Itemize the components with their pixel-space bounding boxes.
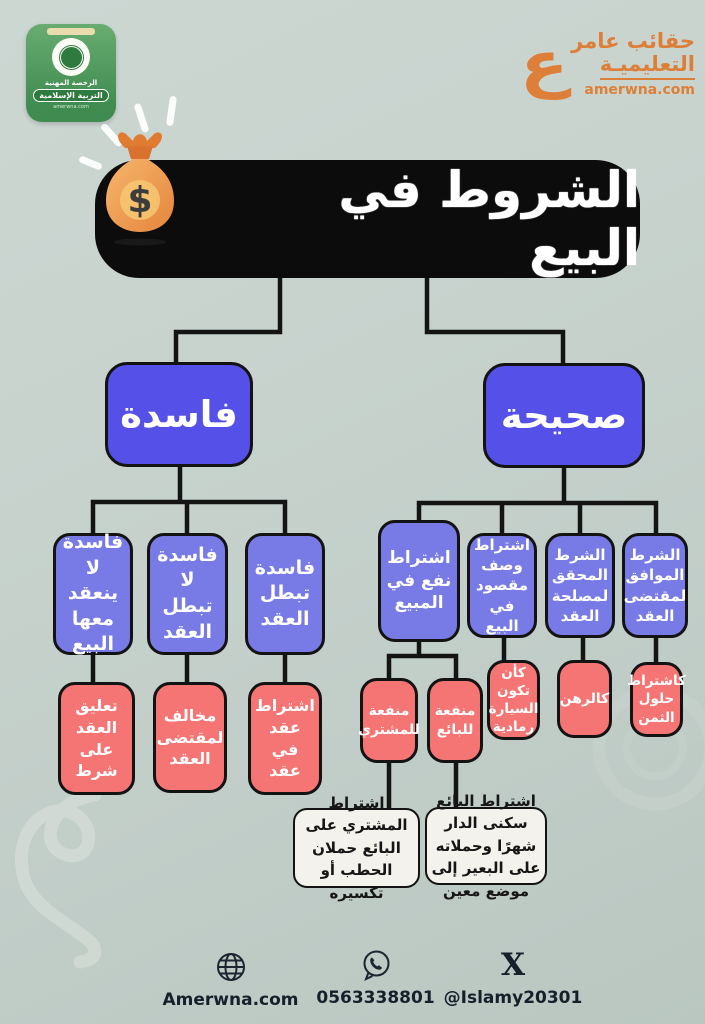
node-valid-example: كأن تكون السيارة رمادية xyxy=(487,660,540,740)
note-buyer-example: اشتراط المشتري على البائع حملان الحطب أو… xyxy=(293,794,420,902)
brand-name-line1: حقائب عامر xyxy=(571,29,695,53)
brand-website: amerwna.com xyxy=(584,82,695,99)
node-valid-child: اشتراط وصف مقصود في البيع xyxy=(467,533,537,638)
footer-phone[interactable]: 0563338801 xyxy=(316,948,435,1008)
node-invalid-child: فاسدة لا ينعقد معها البيع xyxy=(53,531,133,655)
node-invalid-child: فاسدة تبطل العقد xyxy=(245,533,325,655)
badge-ribbon-text: الرخصة المهنية xyxy=(44,79,98,87)
note-seller-example: اشتراط البائع سكنى الدار شهرًا وحملاته ع… xyxy=(425,792,547,900)
node-invalid-example: اشتراط عقد في عقد xyxy=(248,682,322,795)
node-invalid-example: تعليق العقد على شرط xyxy=(58,682,135,795)
node-invalid: فاسدة xyxy=(105,362,253,467)
node-invalid-child: فاسدة لا تبطل العقد xyxy=(147,533,228,655)
footer-website-label[interactable]: Amerwna.com xyxy=(162,990,299,1010)
whatsapp-icon xyxy=(363,950,389,981)
brand-ain-logo-icon: ع xyxy=(519,27,569,101)
title-banner: الشروط في البيع xyxy=(95,160,640,278)
brand-block: حقائب عامر التعليميـة amerwna.com ع xyxy=(519,27,695,101)
node-valid-example: كاشتراط حلول الثمن xyxy=(627,662,686,737)
node-valid-child: الشرط الموافق لمقتضى العقد xyxy=(622,533,688,638)
x-twitter-icon: X xyxy=(500,947,526,983)
node-benefit-seller: منفعة للبائع xyxy=(427,678,483,763)
tree-connectors xyxy=(90,277,659,809)
footer-website[interactable]: Amerwna.com xyxy=(163,950,299,1010)
badge-subject: التربية الإسلامية xyxy=(33,89,109,102)
node-valid: صحيحة xyxy=(483,363,645,468)
page-title: الشروط في البيع xyxy=(338,161,640,277)
footer-twitter-label[interactable]: @Islamy20301 xyxy=(443,988,583,1008)
globe-icon xyxy=(216,953,245,981)
svg-text:$: $ xyxy=(127,180,152,221)
badge-emblem-icon xyxy=(57,43,85,71)
node-valid-child: الشرط المحقق لمصلحة العقد xyxy=(545,533,615,638)
school-badge: الرخصة المهنية التربية الإسلامية amerwna… xyxy=(26,24,116,122)
footer-twitter[interactable]: X @Islamy20301 xyxy=(444,947,583,1008)
brand-name-line2: التعليميـة xyxy=(599,53,695,81)
footer-phone-label[interactable]: 0563338801 xyxy=(316,988,435,1008)
node-valid-example: كالرهن xyxy=(557,660,612,738)
node-invalid-example: مخالف لمقتضى العقد xyxy=(153,682,227,793)
badge-circle xyxy=(52,38,90,76)
badge-ribbon xyxy=(47,28,95,35)
node-valid-child: اشتراط نفع في المبيع xyxy=(378,520,460,642)
badge-site: amerwna.com xyxy=(53,104,89,110)
squiggle-decoration xyxy=(15,788,102,969)
money-bag-icon: $ xyxy=(94,126,186,248)
node-benefit-buyer: منفعة للمشتري xyxy=(358,678,420,763)
